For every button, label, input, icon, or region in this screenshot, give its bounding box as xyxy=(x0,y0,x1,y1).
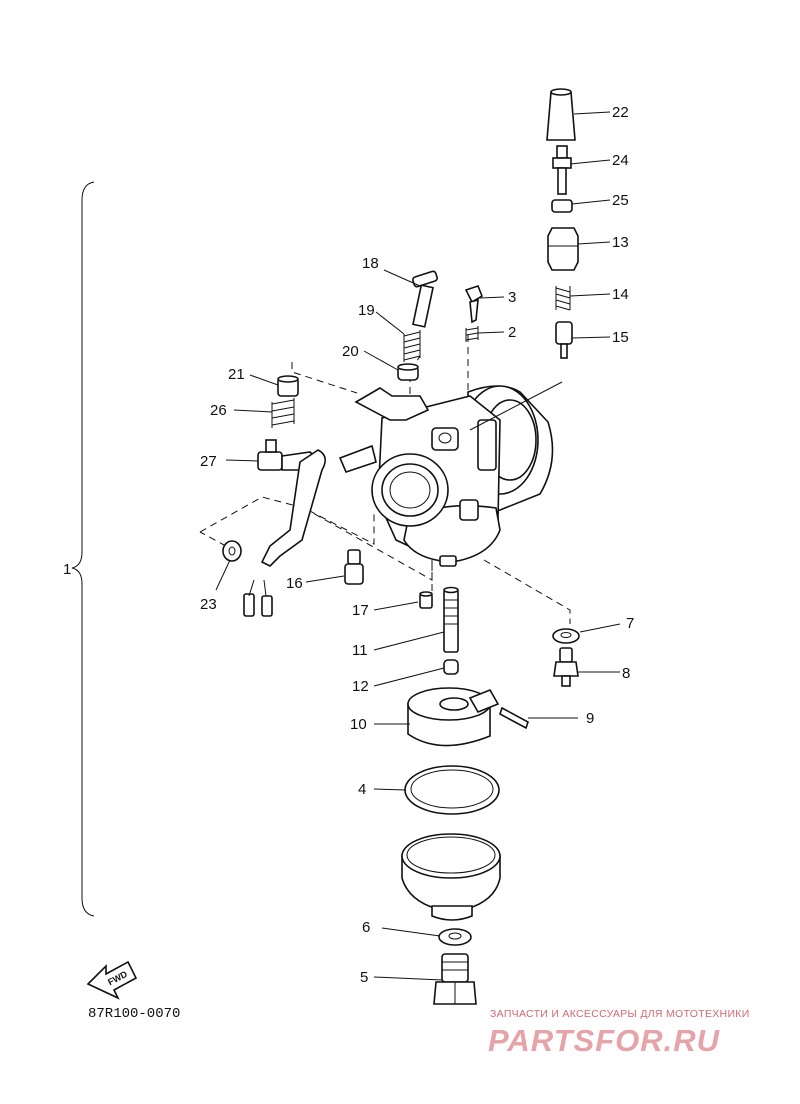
fwd-arrow-icon: FWD xyxy=(86,960,138,1000)
part-label-2: 2 xyxy=(508,324,516,341)
part-12-main-jet xyxy=(443,659,459,675)
part-8-drain-screw xyxy=(553,647,579,687)
part-label-16: 16 xyxy=(286,575,303,592)
part-19-spring xyxy=(403,330,421,362)
part-17-pilot-jet xyxy=(419,591,433,609)
part-label-22: 22 xyxy=(612,104,629,121)
part-label-27: 27 xyxy=(200,453,217,470)
assembly-dash-line xyxy=(291,362,358,394)
part-label-23: 23 xyxy=(200,596,217,613)
part-5-plug-screw xyxy=(433,953,477,1005)
part-20-washer xyxy=(397,363,419,381)
part-label-11: 11 xyxy=(352,642,368,659)
part-2-spring xyxy=(465,326,479,342)
part-14-spring xyxy=(555,286,571,311)
assembly-dash-line xyxy=(483,559,571,624)
part-number-labels: 22 24 25 13 14 15 3 2 18 19 20 21 26 27 … xyxy=(200,104,634,986)
part-label-19: 19 xyxy=(358,302,375,319)
part-25-nut xyxy=(551,199,573,213)
watermark-tagline: ЗАПЧАСТИ И АКСЕССУАРЫ ДЛЯ МОТОТЕХНИКИ xyxy=(490,1008,750,1020)
part-23-washer xyxy=(222,540,242,562)
part-9-float-pin xyxy=(499,706,529,730)
part-label-13: 13 xyxy=(612,234,629,251)
part-16-jet-holder xyxy=(344,549,364,585)
part-label-3: 3 xyxy=(508,289,516,306)
part-label-6: 6 xyxy=(362,919,370,936)
float-bowl xyxy=(401,833,501,921)
part-label-9: 9 xyxy=(586,710,594,727)
part-label-8: 8 xyxy=(622,665,630,682)
part-13-chamber-top xyxy=(547,227,579,271)
watermark-logo: PARTSFOR.RU xyxy=(488,1023,721,1058)
part-label-12: 12 xyxy=(352,678,369,695)
part-11-needle-jet xyxy=(443,586,459,653)
part-15-throttle-valve xyxy=(555,321,573,359)
part-24-adjuster xyxy=(552,145,572,195)
part-label-10: 10 xyxy=(350,716,367,733)
group-label: 1 xyxy=(63,561,71,578)
part-18-throttle-stop-screw xyxy=(412,270,438,328)
part-label-21: 21 xyxy=(228,366,245,383)
part-label-25: 25 xyxy=(612,192,629,209)
assembly-dash-line xyxy=(199,531,227,547)
part-label-4: 4 xyxy=(358,781,366,798)
carburetor-body xyxy=(338,385,554,567)
part-7-washer xyxy=(552,628,580,644)
part-22-cap xyxy=(546,88,576,141)
part-21-cap xyxy=(277,375,299,397)
part-26-spring xyxy=(271,398,295,428)
part-label-5: 5 xyxy=(360,969,368,986)
part-label-14: 14 xyxy=(612,286,629,303)
part-27-starter-plunger xyxy=(243,439,326,617)
part-label-24: 24 xyxy=(612,152,629,169)
part-4-gasket xyxy=(404,765,500,815)
part-10-float xyxy=(407,687,500,747)
group-bracket xyxy=(71,181,95,917)
drawing-code: 87R100-0070 xyxy=(88,1006,181,1022)
part-label-7: 7 xyxy=(626,615,634,632)
part-3-pilot-screw xyxy=(464,285,483,324)
part-label-18: 18 xyxy=(362,255,379,272)
part-label-17: 17 xyxy=(352,602,369,619)
part-6-washer xyxy=(438,928,472,946)
part-label-15: 15 xyxy=(612,329,629,346)
part-label-26: 26 xyxy=(210,402,227,419)
leader-lines xyxy=(215,111,621,981)
part-label-20: 20 xyxy=(342,343,359,360)
